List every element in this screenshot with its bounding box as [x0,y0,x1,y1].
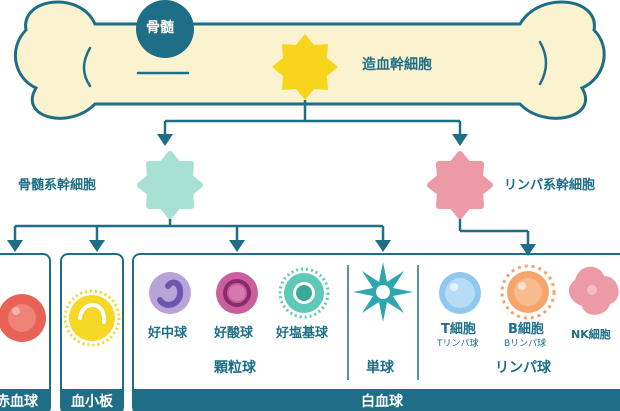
platelet-graphic [63,289,121,347]
cell-boxes [0,253,620,411]
red-cell-label: 赤血球 [0,394,38,410]
red-cell-graphic [0,294,46,342]
monocyte-graphic [353,262,413,322]
bone-highlight-right [538,40,548,86]
eosinophil-graphic [216,272,258,314]
stem-cell-star [272,34,338,100]
connector-lines [13,100,530,244]
bar-red-cell [0,389,50,411]
b-cell-sublabel: Bリンパ球 [504,339,547,349]
granulocyte-group-label: 顆粒球 [214,360,256,376]
marrow-label: 骨髄 [146,20,174,36]
lymphocyte-group-label: リンパ球 [495,360,551,376]
bar-white-cell [133,389,620,411]
bar-platelet [61,389,123,411]
lymphoid-stem-label: リンパ系幹細胞 [504,178,596,193]
t-cell-sublabel: Tリンパ球 [437,339,479,349]
white-cell-label: 白血球 [361,394,403,410]
myeloid-stem-cell [137,151,203,219]
basophil-label: 好塩基球 [276,326,329,341]
basophil-graphic [278,267,330,319]
marrow-badge [136,0,194,58]
t-cell-graphic [439,272,481,314]
platelet-label: 血小板 [71,394,113,410]
b-cell-label: B細胞 [508,322,544,337]
t-cell-label: T細胞 [441,322,476,337]
arrow-heads [7,134,536,256]
nk-cell-label: NK細胞 [571,328,611,341]
neutrophil-label: 好中球 [148,326,188,341]
neutrophil-graphic [149,272,191,314]
b-cell-graphic [500,264,556,320]
bone-highlight-left [82,46,92,88]
monocyte-label: 単球 [366,360,394,376]
myeloid-stem-label: 骨髄系幹細胞 [18,178,97,193]
nk-cell-highlight [587,285,597,295]
lymphoid-stem-cell [427,151,493,219]
stem-cell-label: 造血幹細胞 [362,57,432,73]
eosinophil-label: 好酸球 [214,326,254,341]
